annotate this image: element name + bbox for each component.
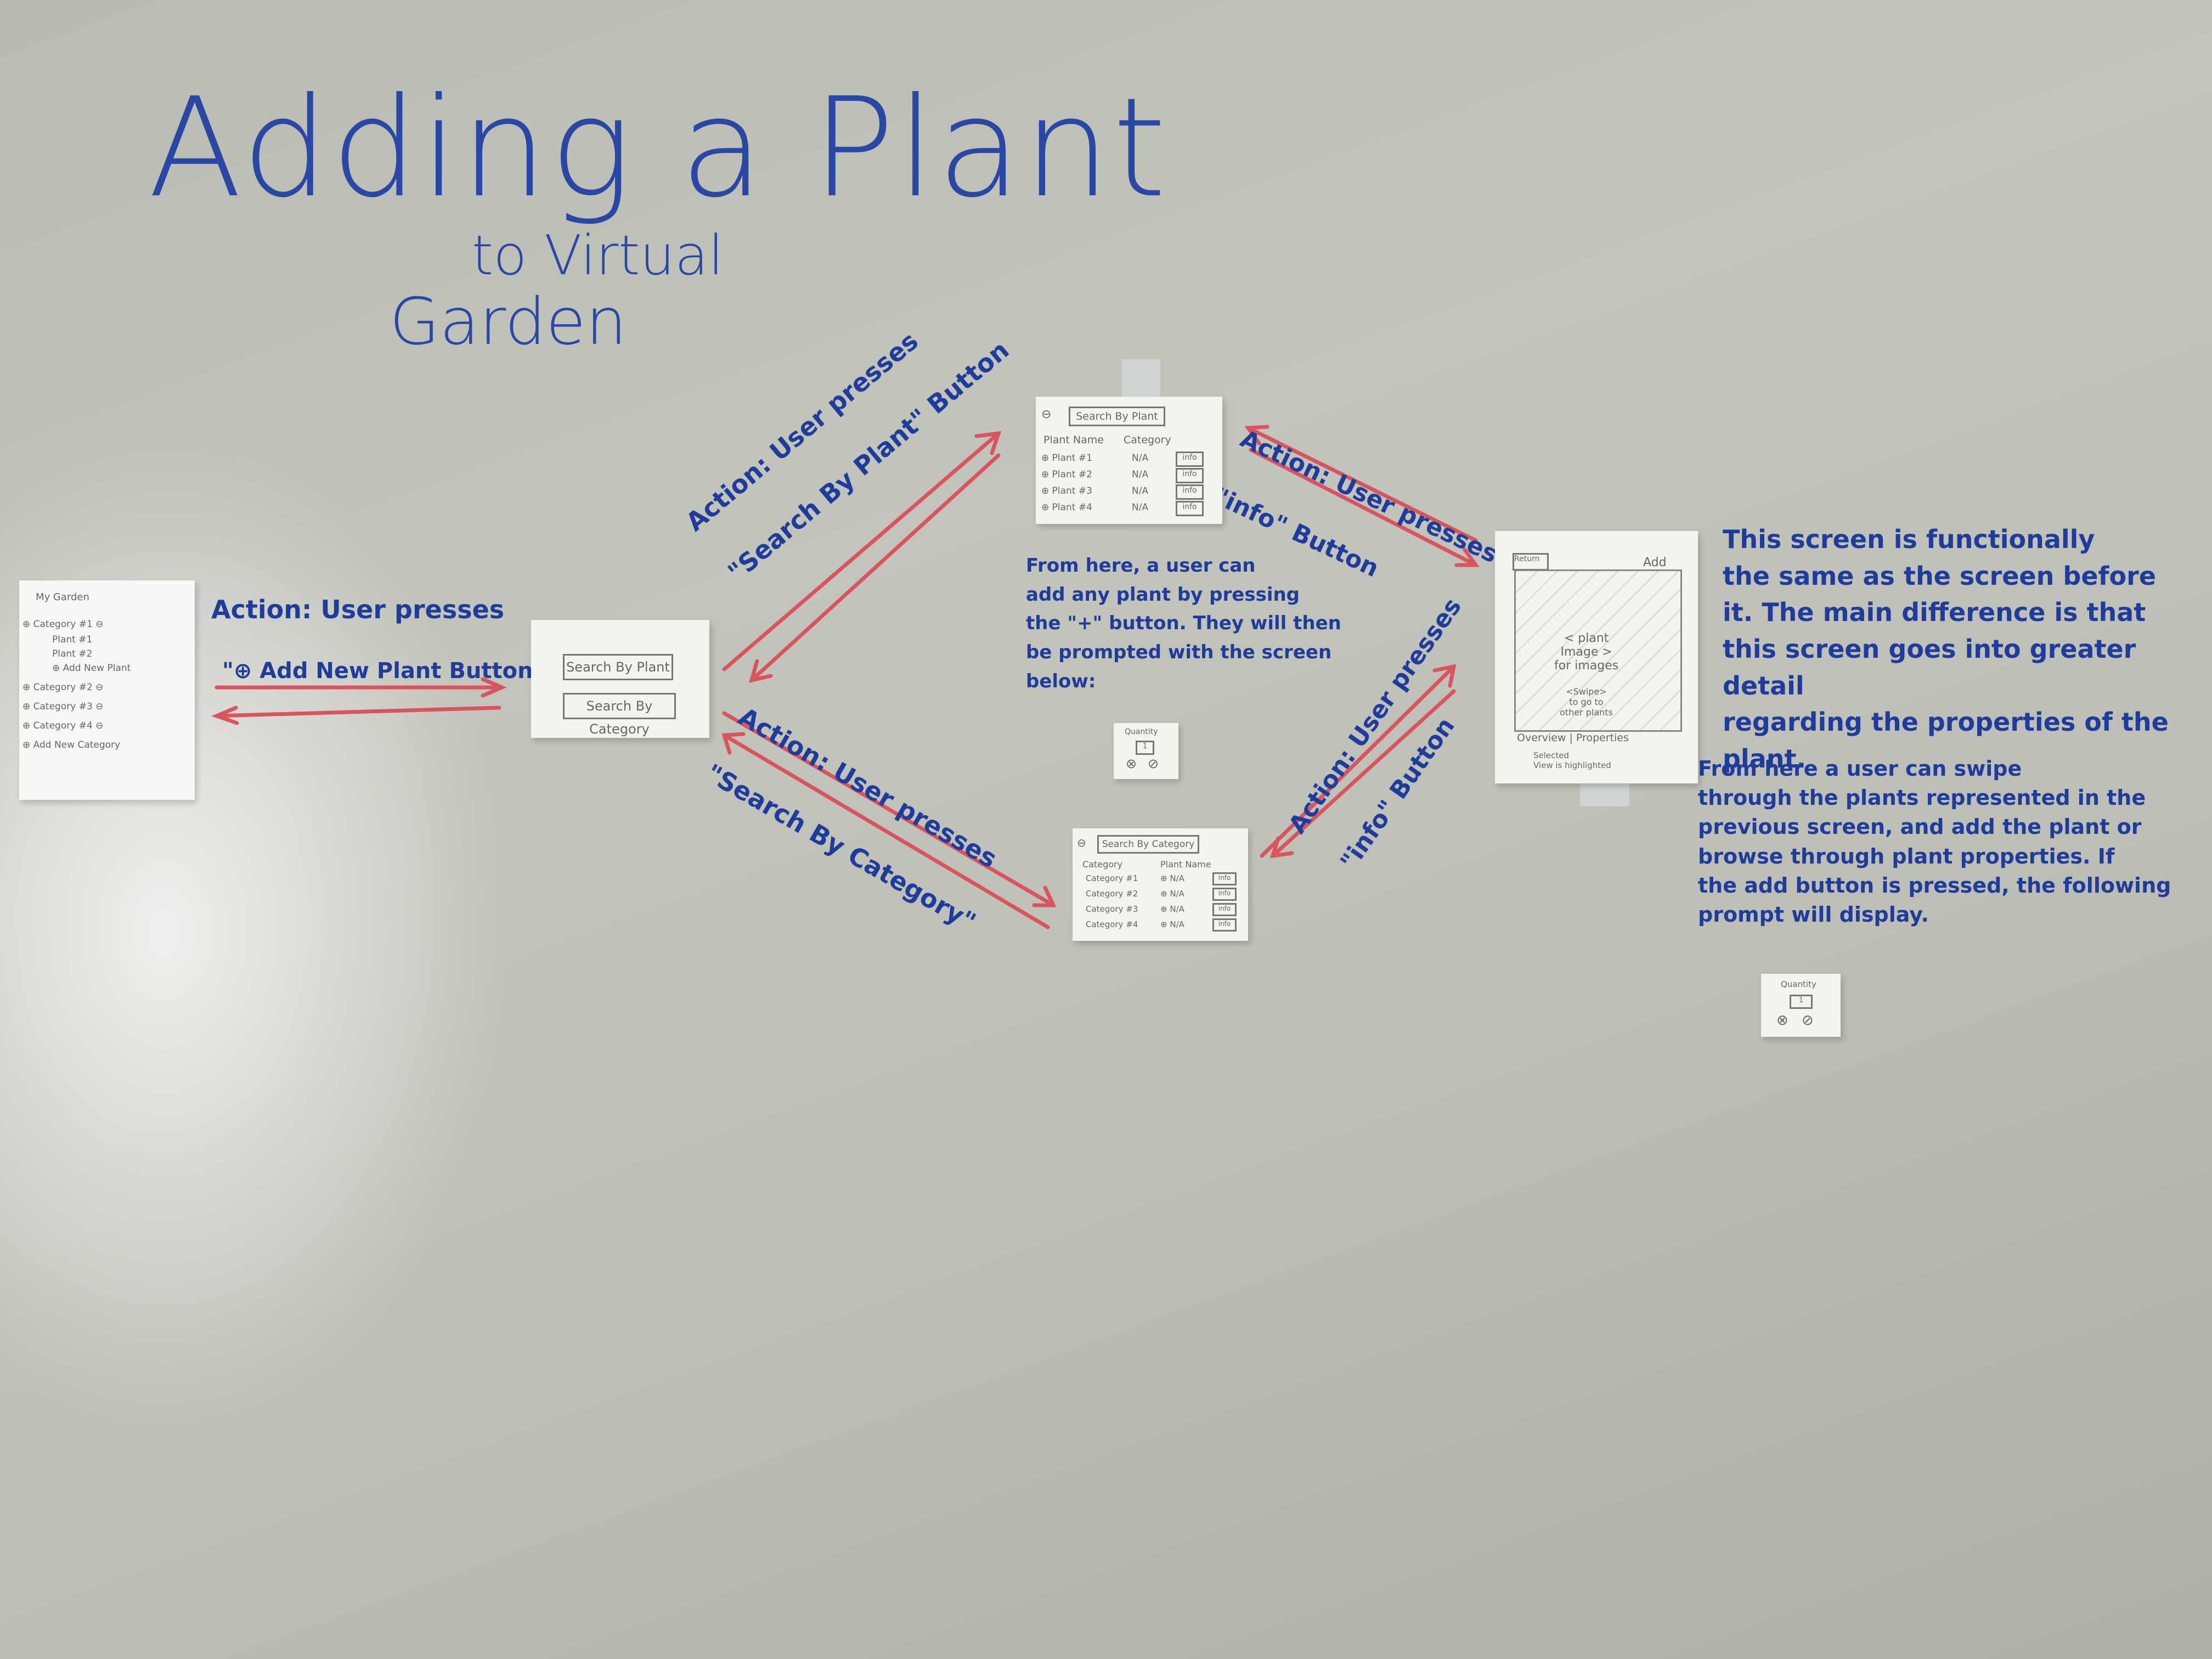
category-row-2-plant[interactable]: ⊕ N/A — [1160, 889, 1184, 899]
garden-row-4: ⊕ Add New Plant — [52, 663, 131, 674]
detail-swipe-hint[interactable]: <Swipe> to go to other plants — [1560, 686, 1613, 718]
detail-caption: Selected View is highlighted — [1533, 751, 1611, 770]
category-row-3-info[interactable]: info — [1212, 903, 1237, 916]
plant-row-3-info[interactable]: info — [1176, 484, 1204, 500]
category-row-4-plant[interactable]: ⊕ N/A — [1160, 919, 1184, 929]
quantity-middle-label: Quantity — [1125, 727, 1158, 736]
detail-return-button[interactable]: Return — [1513, 553, 1549, 571]
plant-back-icon[interactable]: ⊖ — [1041, 408, 1052, 421]
action-add-new-line1: Action: User presses — [211, 594, 505, 624]
plant-row-1-category: N/A — [1132, 453, 1149, 464]
arrow-category-to-menu — [722, 733, 1050, 929]
plant-row-3-name[interactable]: ⊕ Plant #3 — [1041, 486, 1092, 496]
arrow-menu-to-category — [722, 711, 1056, 907]
category-row-1-name: Category #1 — [1086, 873, 1138, 883]
arrow-plant-to-menu — [749, 453, 1001, 682]
category-row-2-info[interactable]: info — [1212, 888, 1237, 901]
garden-row-6: ⊕ Category #3 ⊖ — [22, 701, 104, 712]
screen-plant-detail: Return Add < plant Image > for images <S… — [1495, 531, 1698, 783]
arrow-menu-to-plant — [722, 431, 1001, 672]
screen-my-garden: My Garden ⊕ Category #1 ⊖ Plant #1 Plant… — [19, 580, 195, 800]
action-add-new-plant: Action: User presses "⊕ Add New Plant Bu… — [211, 562, 544, 716]
quantity-right-value[interactable]: 1 — [1790, 995, 1813, 1009]
category-row-4-name: Category #4 — [1086, 919, 1138, 929]
arrow-detail-to-plant — [1246, 426, 1478, 543]
tape-plant-screen — [1122, 359, 1160, 403]
detail-tabs[interactable]: Overview | Properties — [1517, 732, 1629, 744]
plant-row-2-category: N/A — [1132, 469, 1149, 480]
garden-row-5: ⊕ Category #2 ⊖ — [22, 682, 104, 693]
category-row-3-plant[interactable]: ⊕ N/A — [1160, 904, 1184, 914]
quantity-right-cancel[interactable]: ⊘ — [1802, 1012, 1814, 1029]
category-row-3-name: Category #3 — [1086, 904, 1138, 914]
detail-image-area: < plant Image > for images <Swipe> to go… — [1514, 569, 1682, 732]
category-row-1-plant[interactable]: ⊕ N/A — [1160, 873, 1184, 883]
category-col-category: Category — [1082, 859, 1123, 870]
arrow-menu-to-garden — [215, 706, 501, 718]
quantity-middle-confirm[interactable]: ⊗ — [1126, 756, 1137, 771]
category-back-icon[interactable]: ⊖ — [1077, 836, 1086, 849]
arrow-detail-to-category — [1271, 689, 1456, 858]
plant-col-name: Plant Name — [1043, 434, 1104, 446]
plant-row-2-info[interactable]: info — [1176, 468, 1204, 483]
garden-row-7: ⊕ Category #4 ⊖ — [22, 720, 104, 731]
quantity-right-label: Quantity — [1781, 979, 1816, 989]
quantity-middle-value[interactable]: 1 — [1136, 741, 1154, 755]
category-row-1-info[interactable]: info — [1212, 872, 1237, 885]
screen-search-by-category: ⊖ Search By Category Category Plant Name… — [1073, 828, 1248, 941]
plant-row-4-name[interactable]: ⊕ Plant #4 — [1041, 502, 1092, 513]
plant-row-1-name[interactable]: ⊕ Plant #1 — [1041, 453, 1092, 464]
garden-row-8: ⊕ Add New Category — [22, 740, 121, 751]
action-add-new-line2: "⊕ Add New Plant Button" — [222, 658, 545, 684]
plant-row-1-info[interactable]: info — [1176, 452, 1204, 467]
quantity-prompt-right: Quantity 1 ⊗ ⊘ — [1761, 974, 1841, 1037]
search-by-plant-button[interactable]: Search By Plant — [563, 654, 673, 680]
garden-header: My Garden — [36, 591, 89, 603]
diagram-subtitle-line1: to Virtual — [472, 223, 724, 287]
category-row-4-info[interactable]: info — [1212, 918, 1237, 932]
garden-row-2: Plant #1 — [52, 634, 93, 645]
screen-search-menu: Search By Plant Search By Category — [531, 620, 709, 738]
garden-row-1: ⊕ Category #1 ⊖ — [22, 619, 104, 630]
note-middle: From here, a user can add any plant by p… — [1026, 555, 1341, 692]
note-right-heading: This screen is functionally the same as … — [1723, 524, 2169, 774]
garden-row-3: Plant #2 — [52, 648, 93, 659]
quantity-middle-cancel[interactable]: ⊘ — [1148, 756, 1159, 771]
plant-row-2-name[interactable]: ⊕ Plant #2 — [1041, 469, 1092, 480]
plant-row-4-info[interactable]: info — [1176, 501, 1204, 516]
diagram-subtitle-line2: Garden — [390, 284, 627, 359]
note-right-body: From here a user can swipe through the p… — [1698, 757, 2171, 927]
plant-search-input[interactable]: Search By Plant — [1069, 407, 1165, 426]
plant-row-4-category: N/A — [1132, 502, 1149, 513]
arrow-plant-to-detail — [1249, 448, 1478, 567]
plant-row-3-category: N/A — [1132, 486, 1149, 496]
detail-add-button[interactable]: Add — [1643, 556, 1667, 569]
category-row-2-name: Category #2 — [1086, 889, 1138, 899]
category-col-plant: Plant Name — [1160, 859, 1211, 870]
plant-col-category: Category — [1124, 434, 1171, 446]
quantity-right-confirm[interactable]: ⊗ — [1776, 1012, 1788, 1029]
diagram-title: Adding a Plant — [148, 68, 1169, 228]
search-by-category-button[interactable]: Search By Category — [563, 693, 676, 737]
detail-image-label: < plant Image > for images — [1554, 631, 1619, 673]
quantity-prompt-middle: Quantity 1 ⊗ ⊘ — [1114, 723, 1178, 779]
category-search-input[interactable]: Search By Category — [1097, 835, 1199, 854]
arrow-category-to-detail — [1260, 664, 1456, 858]
screen-search-by-plant: ⊖ Search By Plant Plant Name Category ⊕ … — [1036, 397, 1222, 524]
